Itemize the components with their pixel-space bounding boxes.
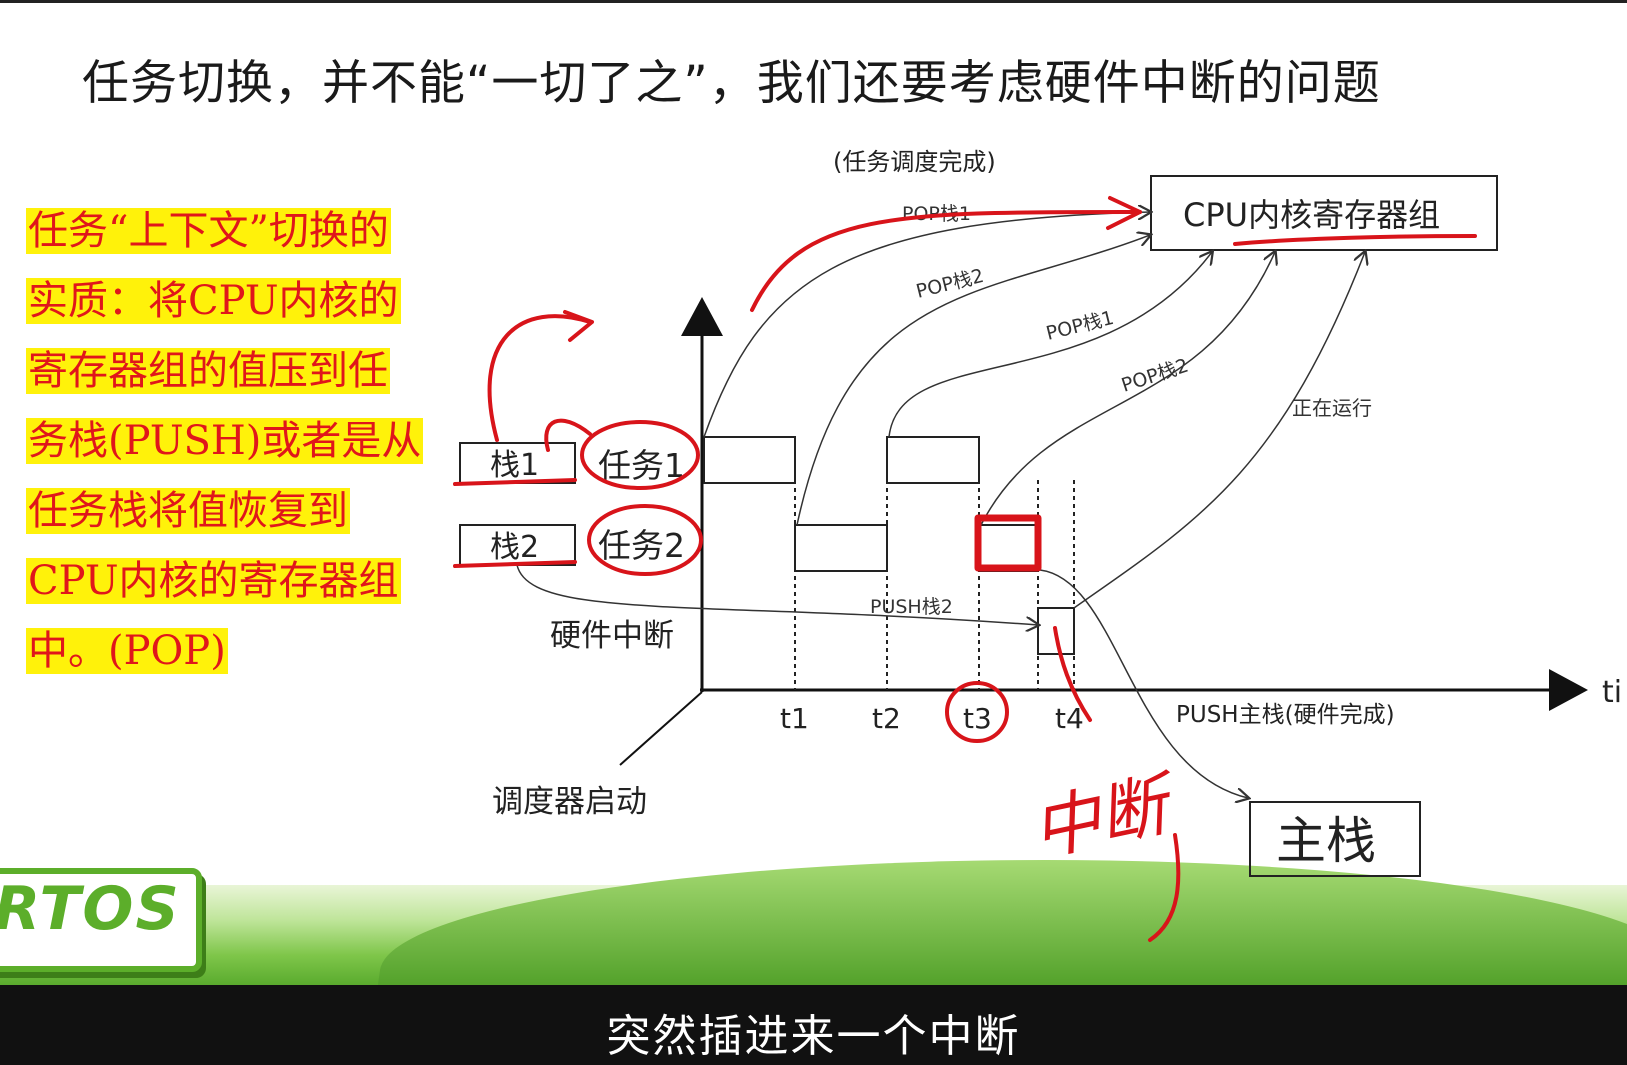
task1-run-2 <box>886 436 980 484</box>
stack1-label: 栈1 <box>490 448 539 483</box>
ink-bottom-stroke <box>1148 833 1181 942</box>
note-line: 中。(POP) <box>26 628 228 674</box>
tick-label: t2 <box>872 702 901 735</box>
hw-interrupt-label: 硬件中断 <box>550 618 674 654</box>
red-annotations <box>453 196 1477 942</box>
note-line: 任务“上下文”切换的 <box>26 208 391 254</box>
push-main-curve <box>1039 569 1248 798</box>
ink-interrupt-tail <box>1053 626 1092 722</box>
subtitle-bar <box>0 985 1627 1065</box>
handwritten-interrupt: 中断 <box>1025 764 1185 872</box>
top-border <box>0 0 1627 3</box>
task2-run-1 <box>794 524 888 572</box>
ink-cpu-underline <box>1233 234 1477 246</box>
rtos-logo-text: RTOS <box>0 874 181 944</box>
ink-loop-arrowhead <box>563 310 594 342</box>
task2-label: 任务2 <box>598 526 685 565</box>
explanation-note: 任务“上下文”切换的 实质：将CPU内核的 寄存器组的值压到任 务栈(PUSH)… <box>26 196 446 686</box>
running-curve <box>1073 252 1365 609</box>
ink-loop-arrow <box>487 314 592 442</box>
ink-t3-circle <box>945 681 1009 743</box>
note-line: 实质：将CPU内核的 <box>26 278 401 324</box>
push2-curve <box>516 564 1038 625</box>
slide-title: 任务切换，并不能“一切了之”，我们还要考虑硬件中断的问题 <box>82 56 1381 111</box>
pop1-curve <box>888 252 1212 438</box>
push2-label: PUSH栈2 <box>870 596 953 618</box>
schedule-complete-label: (任务调度完成) <box>833 148 996 176</box>
note-line: 寄存器组的值压到任 <box>26 348 390 394</box>
axis-label: ti <box>1602 675 1622 710</box>
ink-stack2-underline <box>453 560 577 568</box>
tick-label: t1 <box>780 702 809 735</box>
pop2-label: POP栈2 <box>914 265 986 303</box>
pop2-b-label: POP栈2 <box>1119 355 1191 397</box>
note-line: 任务栈将值恢复到 <box>26 488 350 534</box>
running-label: 正在运行 <box>1292 396 1372 420</box>
video-subtitle: 突然插进来一个中断 <box>606 1011 1021 1062</box>
push-main-label: PUSH主栈(硬件完成) <box>1176 702 1395 728</box>
context-switch-diagram: 栈1 栈2 任务1 任务2 硬件中断 调度器启动 t1 t2 t3 t4 ti … <box>453 148 1622 942</box>
task2-run-2 <box>978 524 1039 572</box>
ink-arrowhead-cpu <box>1106 196 1142 230</box>
scheduler-start-label: 调度器启动 <box>492 784 647 820</box>
rtos-logo <box>0 868 202 972</box>
pop2-curve-b <box>980 252 1275 526</box>
ink-stack1-underline <box>453 478 577 486</box>
tick-label: t4 <box>1055 702 1084 735</box>
task1-label: 任务1 <box>598 446 685 485</box>
pop2-curve <box>796 235 1150 526</box>
ink-stack1-arrow <box>544 418 592 452</box>
scheduler-start-pointer <box>619 691 703 766</box>
task1-run-1 <box>703 436 796 484</box>
note-line: CPU内核的寄存器组 <box>26 558 401 604</box>
ink-t3-box <box>974 514 1042 572</box>
main-stack-box <box>1249 801 1421 877</box>
ink-task2-circle <box>587 504 703 576</box>
cpu-register-label: CPU内核寄存器组 <box>1183 196 1440 234</box>
note-line: 务栈(PUSH)或者是从 <box>26 418 424 464</box>
main-stack-label: 主栈 <box>1276 812 1376 870</box>
tick-label: t3 <box>963 702 992 735</box>
pop1-label: POP栈1 <box>1044 307 1116 345</box>
slide: 任务切换，并不能“一切了之”，我们还要考虑硬件中断的问题 任务“上下文”切换的 … <box>0 0 1627 985</box>
ink-arrow-to-cpu <box>750 209 1142 312</box>
pop1-curve-top <box>703 212 1150 438</box>
ink-task1-circle <box>580 420 700 490</box>
stack2-label: 栈2 <box>490 530 539 565</box>
